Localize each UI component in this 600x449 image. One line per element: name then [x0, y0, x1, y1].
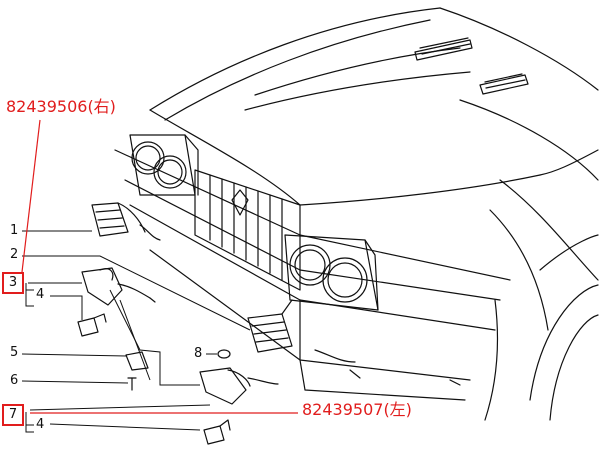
callout-7-highlight: 7: [2, 404, 24, 426]
red-leaders: [21, 119, 298, 414]
part-number-right: 82439506(右): [6, 97, 116, 116]
wheel-arch: [529, 284, 599, 401]
callout-6: 6: [10, 373, 19, 388]
part-8-nut: [217, 349, 231, 359]
hood-vent-right: [479, 73, 529, 95]
hood-vent-left: [414, 37, 473, 61]
part-3-lamp-housing: [81, 267, 156, 306]
grille-badge: [231, 189, 249, 216]
callout-8: 8: [194, 346, 203, 361]
callout-3-highlight: 3: [2, 272, 24, 294]
part-number-left: 82439507(左): [302, 400, 412, 419]
grille: [194, 169, 301, 291]
part-5-clip: [125, 351, 149, 371]
hood-top-edge: [149, 7, 441, 111]
fascia-top-line: [114, 149, 511, 281]
part-6-screw: [127, 377, 137, 391]
callout-4-upper: 4: [36, 287, 45, 302]
callout-5: 5: [10, 345, 19, 360]
part-4-bulb-upper: [77, 313, 107, 337]
leader-lines: [21, 230, 251, 433]
part-1-fog-lamp: [91, 202, 161, 241]
callout-1: 1: [10, 223, 19, 238]
callout-4-lower: 4: [36, 417, 45, 432]
part-4-bulb-lower: [203, 419, 231, 445]
hood-front-edge: [149, 109, 301, 206]
headlamp-right: [284, 234, 379, 311]
callout-2: 2: [10, 247, 19, 262]
red-leader-right: [21, 119, 41, 273]
part-7-lamp-housing: [199, 367, 279, 405]
part-2-lamp: [247, 299, 293, 353]
headlamp-left: [129, 134, 199, 196]
